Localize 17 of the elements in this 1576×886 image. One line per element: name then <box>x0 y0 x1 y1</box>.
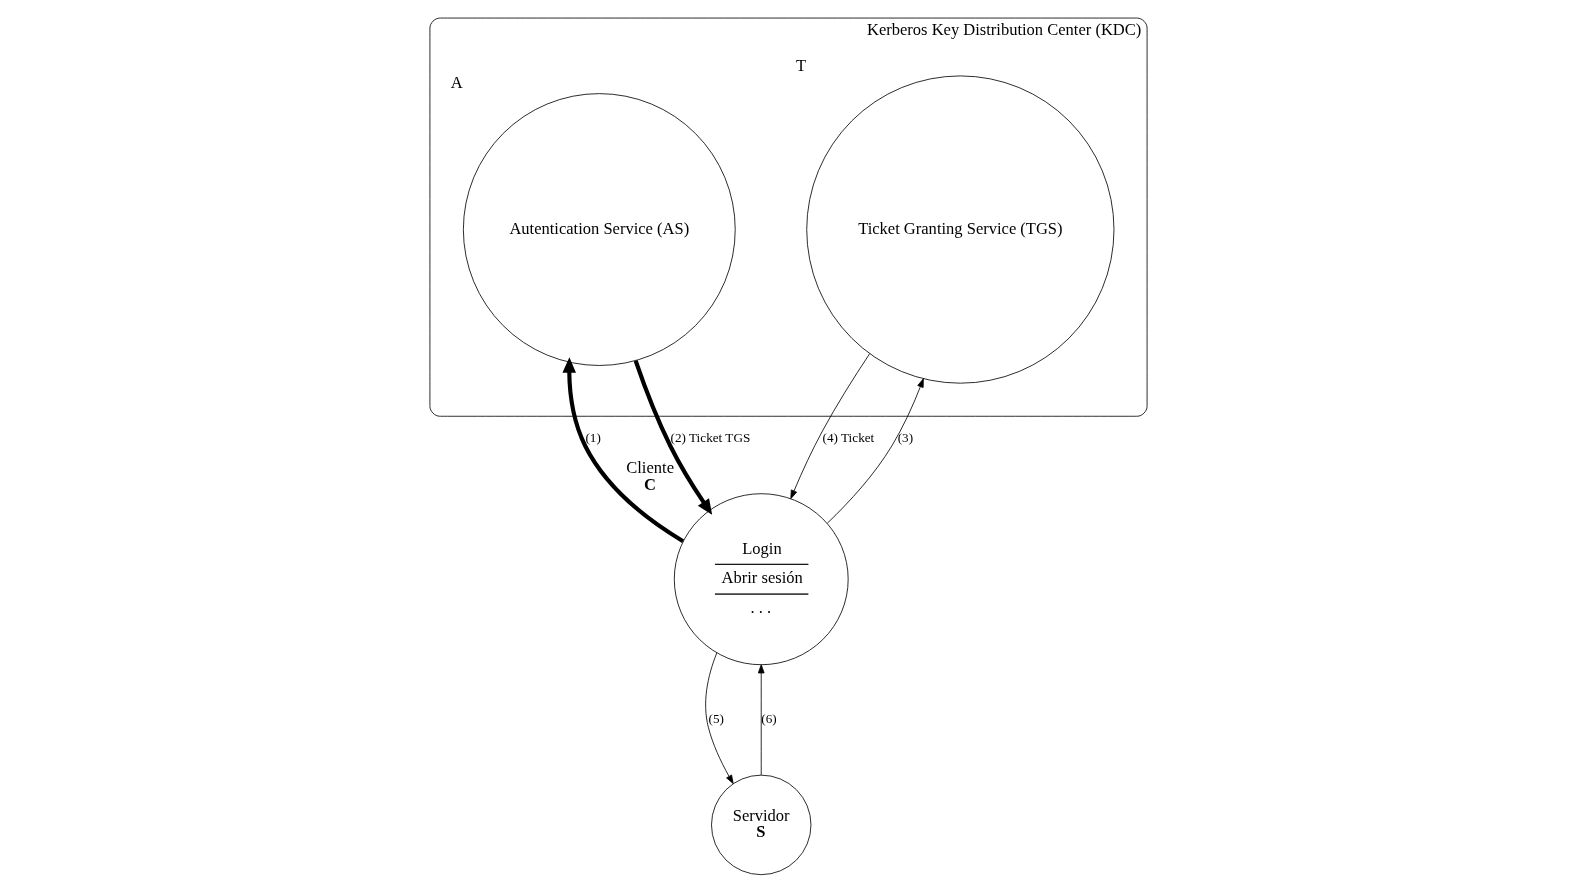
node-circle: Ticket Granting Service (TGS) <box>805 75 1114 384</box>
edge-label: (2) Ticket TGS <box>670 429 750 445</box>
arrow <box>789 353 870 500</box>
edge-label: (3) <box>897 429 913 445</box>
arrow <box>633 360 712 515</box>
edge-label: (4) Ticket <box>822 429 874 445</box>
edge-label: (5) <box>708 711 724 727</box>
arrow <box>704 652 734 784</box>
edge-label: (1) <box>584 429 601 445</box>
arrow <box>561 357 684 543</box>
edge-label: (6) <box>760 711 777 727</box>
node-circle: Autentication Service (AS) <box>462 93 736 366</box>
node-label: A <box>450 73 463 93</box>
node-circle: Login Abrir sesión . . . <box>673 493 849 666</box>
arrow <box>826 378 924 524</box>
node-label: T <box>795 55 806 75</box>
arrow <box>757 664 765 776</box>
